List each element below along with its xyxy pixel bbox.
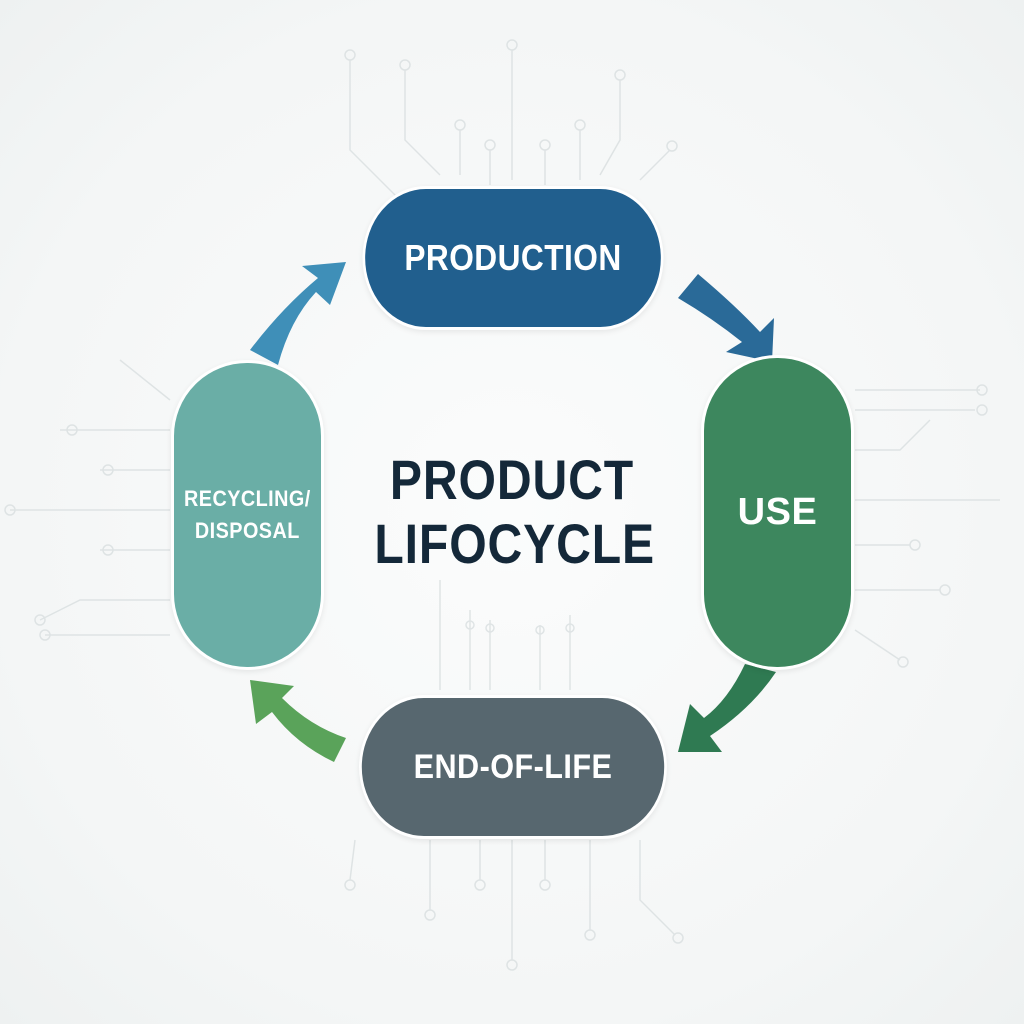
node-end-of-life: END-OF-LIFE [359, 695, 667, 839]
arrow-use-to-eol [678, 664, 776, 752]
node-use-label: USE [737, 491, 818, 533]
diagram-title-line1: PRODUCT [389, 448, 635, 511]
node-recycling-label-line2: DISPOSAL [195, 518, 300, 543]
node-recycling-text: RECYCLING/ DISPOSAL [177, 483, 318, 547]
arrow-recycling-to-production [250, 262, 346, 365]
node-production-label: PRODUCTION [404, 237, 622, 278]
arrow-eol-to-recycling [250, 680, 346, 762]
node-recycling-label-line1: RECYCLING/ [184, 486, 311, 511]
node-end-of-life-label: END-OF-LIFE [413, 747, 613, 786]
diagram-title: PRODUCT LIFOCYCLE [352, 448, 672, 576]
arrow-production-to-use [678, 274, 774, 362]
diagram-title-line2: LIFOCYCLE [374, 512, 656, 575]
node-production: PRODUCTION [362, 186, 664, 330]
node-use: USE [701, 355, 854, 670]
node-recycling-disposal: RECYCLING/ DISPOSAL [171, 360, 324, 670]
